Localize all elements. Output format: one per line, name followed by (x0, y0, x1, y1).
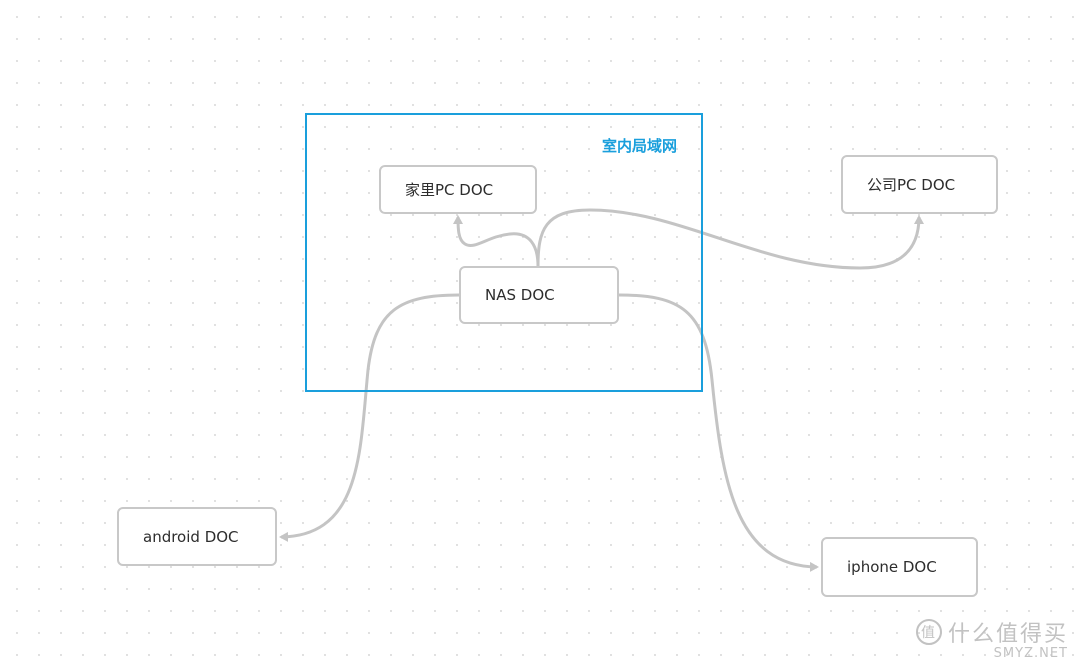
node-office-pc-label: 公司PC DOC (867, 176, 956, 194)
edge-nas-to-android (279, 293, 460, 542)
edge-nas-to-iphone (618, 293, 819, 572)
watermark-brand: 值 什么值得买 (915, 616, 1068, 648)
lan-group-label: 室内局域网 (601, 137, 677, 155)
watermark: 值 什么值得买 SMYZ.NET (915, 616, 1068, 661)
node-home-pc-label: 家里PC DOC (405, 181, 494, 199)
watermark-logo-icon: 值 (915, 619, 942, 645)
edge-nas-to-home-pc (453, 215, 540, 267)
watermark-text: 什么值得买 (947, 622, 1068, 647)
node-android[interactable]: android DOC (117, 507, 277, 566)
node-nas-label: NAS DOC (485, 286, 555, 304)
node-home-pc[interactable]: 家里PC DOC (379, 165, 537, 214)
watermark-domain: SMYZ.NET (993, 646, 1068, 661)
node-nas[interactable]: NAS DOC (459, 266, 619, 324)
node-office-pc[interactable]: 公司PC DOC (841, 155, 998, 214)
node-iphone[interactable]: iphone DOC (821, 537, 978, 597)
node-android-label: android DOC (143, 527, 239, 546)
lan-group-box[interactable]: 室内局域网 (305, 113, 703, 392)
edge-nas-to-office-pc (536, 208, 924, 270)
node-iphone-label: iphone DOC (847, 558, 937, 576)
